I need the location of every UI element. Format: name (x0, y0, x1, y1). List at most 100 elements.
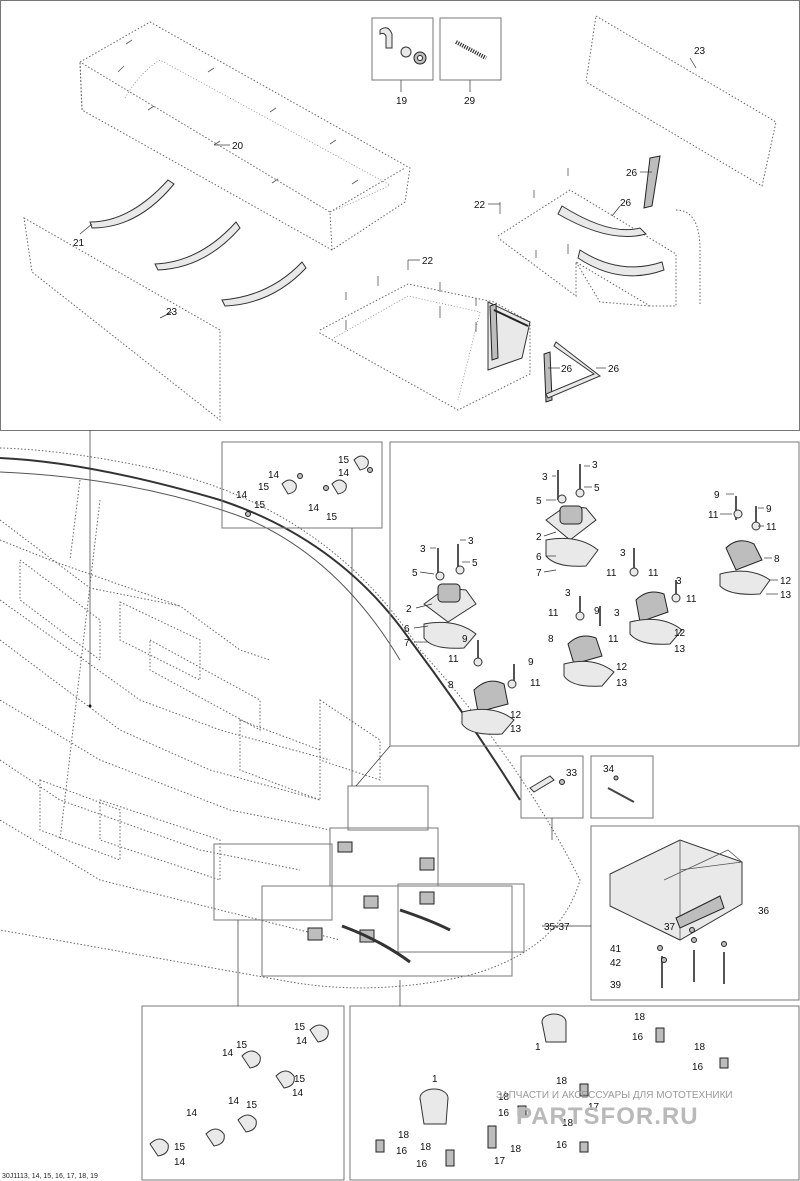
rail-strips-21 (79, 179, 307, 307)
callout-26: 26 (620, 198, 632, 209)
callout-17: 17 (494, 1156, 506, 1167)
storage-bin-center (317, 259, 531, 411)
callout-12: 12 (674, 628, 686, 639)
reference-code: 30J1113, 14, 15, 16, 17, 18, 19 (2, 1173, 98, 1180)
callout-33: 33 (566, 768, 578, 779)
supports-brackets-panel: 1 18 16 18 16 1 18 16 17 18 18 16 18 16 … (349, 980, 800, 1181)
callout-15: 15 (174, 1142, 186, 1153)
callout-5: 5 (472, 558, 478, 569)
callout-6: 6 (536, 552, 542, 563)
callout-11: 11 (608, 634, 619, 645)
callout-13: 13 (780, 590, 792, 601)
seals-26 (543, 341, 606, 403)
callout-34: 34 (603, 764, 615, 775)
clamp-kit-top: 15 14 14 15 14 15 14 15 (221, 441, 383, 786)
callout-14: 14 (222, 1048, 234, 1059)
callout-3: 3 (592, 460, 598, 471)
callout-11: 11 (766, 522, 777, 533)
callout-17: 17 (588, 1102, 600, 1113)
callout-18: 18 (420, 1142, 432, 1153)
callout-2: 2 (536, 532, 542, 543)
callout-18: 18 (562, 1118, 574, 1129)
callout-5: 5 (412, 568, 418, 579)
callout-35-37: 35-37 (544, 922, 570, 933)
callout-3: 3 (542, 472, 548, 483)
callout-8: 8 (548, 634, 554, 645)
callout-8: 8 (448, 680, 454, 691)
callout-15: 15 (254, 500, 266, 511)
watermark-brand: PARTSFOR.RU (516, 1103, 699, 1130)
callout-20: 20 (232, 141, 244, 152)
callout-14: 14 (174, 1157, 186, 1168)
callout-12: 12 (510, 710, 522, 721)
callout-3: 3 (614, 608, 620, 619)
callout-3: 3 (468, 536, 474, 547)
floor-mat-right (585, 15, 777, 187)
callout-15: 15 (338, 455, 350, 466)
callout-9: 9 (462, 634, 468, 645)
callout-11: 11 (548, 608, 559, 619)
inset-part-19 (371, 17, 434, 92)
callout-11: 11 (530, 678, 541, 689)
callout-11: 11 (606, 568, 617, 579)
callout-18: 18 (498, 1092, 510, 1103)
callout-9: 9 (714, 490, 720, 501)
inset-part-29 (439, 17, 502, 92)
callout-22: 22 (422, 256, 434, 267)
callout-29: 29 (464, 96, 476, 107)
callout-16: 16 (396, 1146, 408, 1157)
callout-26: 26 (626, 168, 638, 179)
callout-39: 39 (610, 980, 622, 991)
callout-3: 3 (565, 588, 571, 599)
callout-3: 3 (620, 548, 626, 559)
mount-group-d (629, 548, 683, 645)
callout-18: 18 (556, 1076, 568, 1087)
callout-15: 15 (294, 1022, 306, 1033)
storage-tray-large (79, 21, 411, 251)
callout-9: 9 (594, 606, 600, 617)
callout-12: 12 (780, 576, 792, 587)
callout-26: 26 (561, 364, 573, 375)
callout-21: 21 (73, 238, 85, 249)
callout-36: 36 (758, 906, 770, 917)
callout-13: 13 (674, 644, 686, 655)
callout-23: 23 (166, 307, 178, 318)
clamp-kit-bottom: 15 14 14 15 15 14 14 15 14 15 14 (141, 920, 345, 1181)
callout-1: 1 (432, 1074, 438, 1085)
callout-15: 15 (294, 1074, 306, 1085)
callout-1: 1 (535, 1042, 541, 1053)
callout-16: 16 (416, 1159, 428, 1170)
callout-3: 3 (420, 544, 426, 555)
callout-9: 9 (766, 504, 772, 515)
callout-12: 12 (616, 662, 628, 673)
mount-group-e (563, 596, 615, 687)
top-panel-storage-compartments: 19 29 23 20 26 26 22 21 22 23 26 26 (0, 0, 800, 431)
callout-15: 15 (258, 482, 270, 493)
callout-14: 14 (186, 1108, 198, 1119)
callout-14: 14 (236, 490, 248, 501)
callout-18: 18 (694, 1042, 706, 1053)
callout-16: 16 (632, 1032, 644, 1043)
watermark-tagline: ЗАПЧАСТИ И АКСЕССУАРЫ ДЛЯ МОТОТЕХНИКИ (496, 1090, 733, 1101)
floor-mat-left (23, 217, 221, 422)
inset-part-34: 34 (590, 755, 654, 819)
callout-14: 14 (228, 1096, 240, 1107)
callout-22: 22 (474, 200, 486, 211)
callout-37: 37 (664, 922, 676, 933)
storage-bin-right (488, 155, 701, 307)
inset-part-33: 33 (520, 755, 584, 840)
callout-2: 2 (406, 604, 412, 615)
callout-41: 41 (610, 944, 622, 955)
callout-16: 16 (498, 1108, 510, 1119)
callout-3: 3 (676, 576, 682, 587)
callout-18: 18 (510, 1144, 522, 1155)
callout-11: 11 (448, 654, 459, 665)
callout-23: 23 (694, 46, 706, 57)
engine-mounts-frame (389, 441, 800, 747)
callout-26: 26 (608, 364, 620, 375)
mount-group-a (545, 464, 599, 567)
callout-16: 16 (692, 1062, 704, 1073)
callout-11: 11 (648, 568, 659, 579)
